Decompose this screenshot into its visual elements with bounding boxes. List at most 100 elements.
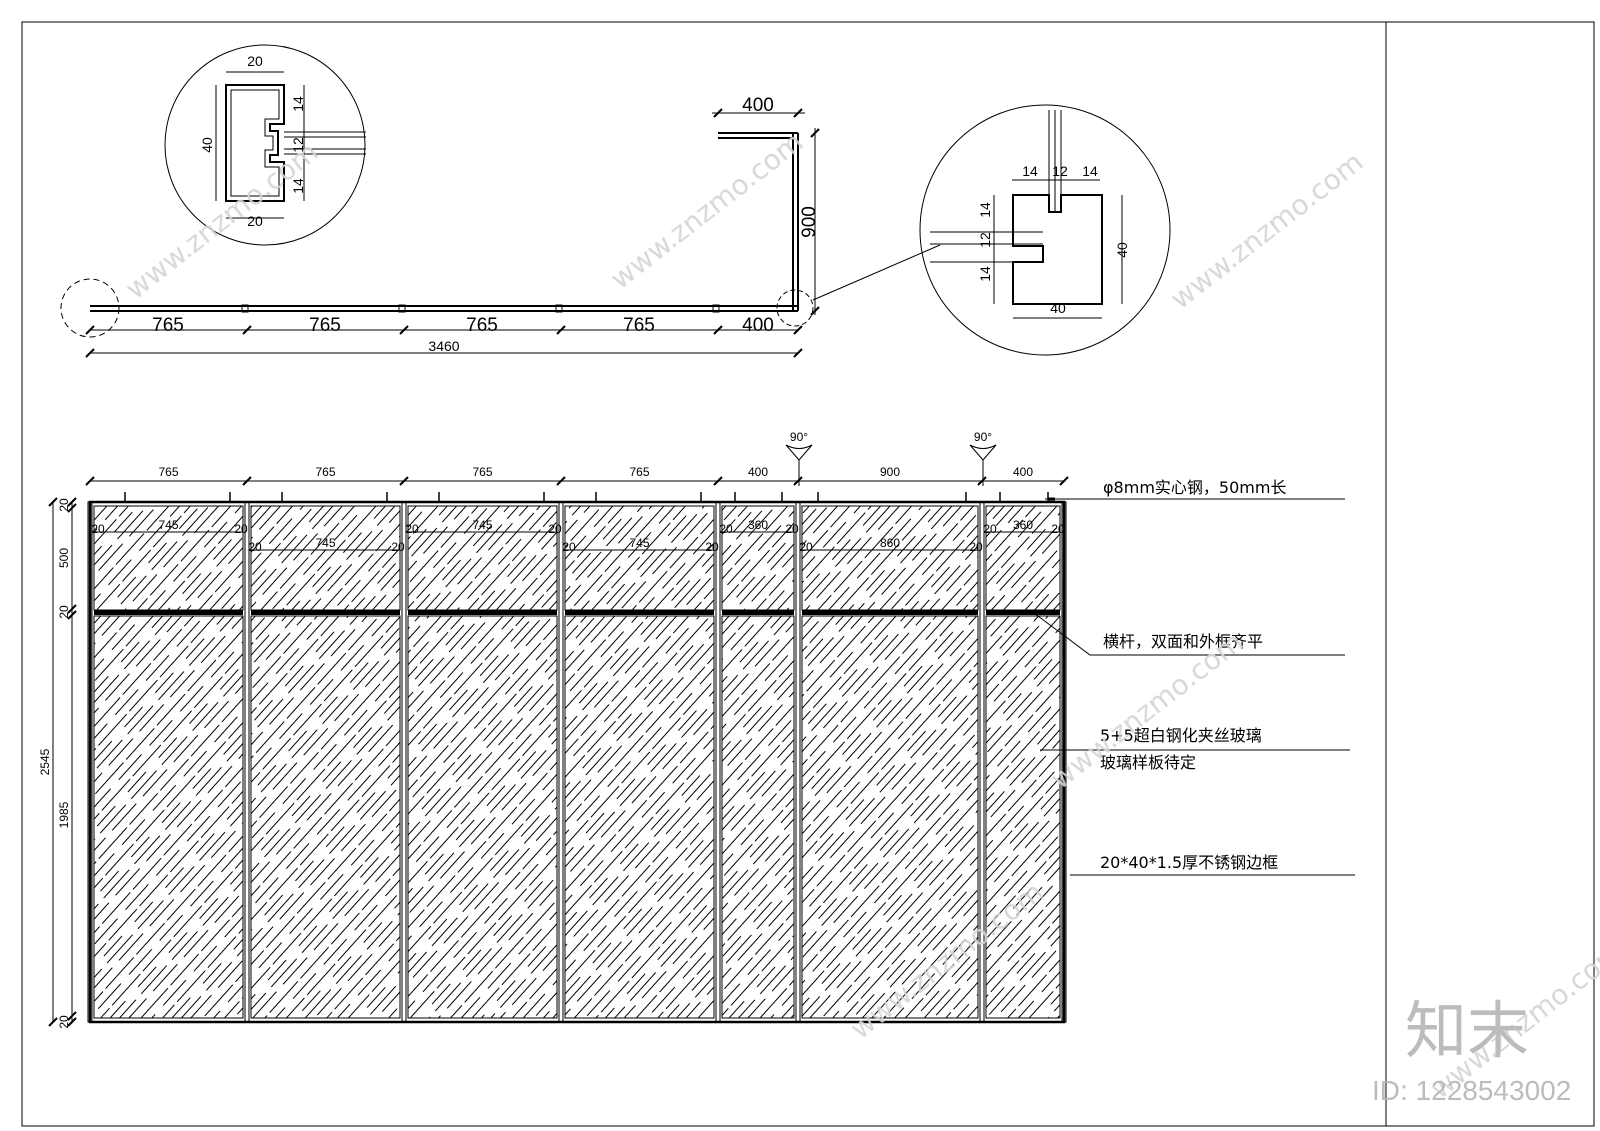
frame-dim-label: 20 bbox=[785, 522, 799, 536]
detail-left-height: 40 bbox=[199, 137, 215, 153]
angle-label-1: 90° bbox=[790, 430, 808, 444]
horizontal-rail bbox=[722, 610, 794, 615]
frame-dim-label: 20 bbox=[562, 540, 576, 554]
frame-dim-label: 20 bbox=[799, 540, 813, 554]
horizontal-rail bbox=[986, 610, 1060, 615]
plan-dim-total: 3460 bbox=[428, 338, 459, 354]
detail-left-s2: 12 bbox=[290, 137, 306, 153]
frame-dim-label: 20 bbox=[983, 522, 997, 536]
frame-dim-label: 20 bbox=[391, 540, 405, 554]
watermark-site-3: www.znzmo.com bbox=[1164, 145, 1369, 316]
detail-right-s2: 12 bbox=[977, 232, 993, 248]
top-dim-label: 765 bbox=[629, 465, 649, 479]
detail-right: 14 12 14 40 40 14 12 14 bbox=[919, 104, 1171, 356]
annotations: φ8mm实心钢，50mm长 横杆，双面和外框齐平 5+5超白钢化夹丝玻璃 玻璃样… bbox=[1029, 478, 1355, 876]
inner-dim-label: 360 bbox=[1013, 518, 1033, 532]
detail-left-s1: 14 bbox=[290, 96, 306, 112]
angle-mark-2: 90° bbox=[969, 430, 997, 486]
frame-dim-label: 20 bbox=[705, 540, 719, 554]
top-dim-label: 765 bbox=[315, 465, 335, 479]
glass-panel bbox=[246, 501, 405, 1023]
detail-right-width: 40 bbox=[1050, 300, 1066, 316]
plan-view: 765 765 765 765 400 3460 400 900 bbox=[60, 95, 941, 358]
detail-left-s3: 14 bbox=[290, 178, 306, 194]
frame-dim-label: 20 bbox=[719, 522, 733, 536]
horizontal-rail bbox=[94, 610, 243, 615]
inner-dim-label: 745 bbox=[472, 518, 492, 532]
frame-mullion bbox=[715, 501, 721, 1023]
inner-dim-label: 360 bbox=[748, 518, 768, 532]
detail-right-t3: 14 bbox=[1082, 163, 1098, 179]
note-glass-1: 5+5超白钢化夹丝玻璃 bbox=[1100, 726, 1262, 745]
glass-panel bbox=[560, 501, 719, 1023]
frame-mullion bbox=[244, 501, 250, 1023]
plan-dim-2: 765 bbox=[309, 315, 341, 336]
frame-dim-label: 20 bbox=[548, 522, 562, 536]
glass-panel bbox=[981, 501, 1065, 1023]
inner-dim-label: 745 bbox=[629, 536, 649, 550]
note-rod: φ8mm实心钢，50mm长 bbox=[1103, 478, 1286, 497]
horizontal-rail bbox=[251, 610, 400, 615]
note-frame: 20*40*1.5厚不锈钢边框 bbox=[1100, 853, 1278, 872]
dim-tick bbox=[713, 476, 723, 486]
detail-left-top: 20 bbox=[247, 53, 263, 69]
frame-mullion bbox=[401, 501, 407, 1023]
frame-dim-label: 20 bbox=[969, 540, 983, 554]
horizontal-rail bbox=[802, 610, 978, 615]
plan-dim-5: 400 bbox=[742, 315, 774, 336]
watermark-site-1: www.znzmo.com bbox=[119, 135, 324, 306]
detail-left: 20 20 40 14 12 14 bbox=[164, 44, 366, 246]
left-dim-total: 2545 bbox=[38, 748, 52, 775]
plan-dim-3: 765 bbox=[466, 315, 498, 336]
note-rail: 横杆，双面和外框齐平 bbox=[1103, 632, 1263, 651]
horizontal-rail bbox=[565, 610, 714, 615]
frame-dim-label: 20 bbox=[248, 540, 262, 554]
angle-label-2: 90° bbox=[974, 430, 992, 444]
dim-tick bbox=[85, 476, 95, 486]
inner-dim-label: 860 bbox=[880, 536, 900, 550]
plan-dim-return-top: 400 bbox=[742, 95, 774, 116]
dim-tick bbox=[977, 476, 987, 486]
frame-dim-label: 20 bbox=[234, 522, 248, 536]
note-glass-2: 玻璃样板待定 bbox=[1100, 753, 1196, 772]
dim-tick bbox=[399, 476, 409, 486]
sheet-border bbox=[21, 21, 1595, 1127]
detail-right-t2: 12 bbox=[1052, 163, 1068, 179]
glass-panel bbox=[403, 501, 562, 1023]
frame-dim-label: 20 bbox=[91, 522, 105, 536]
dim-tick bbox=[1059, 476, 1069, 486]
detail-right-t1: 14 bbox=[1022, 163, 1038, 179]
top-dim-label: 765 bbox=[158, 465, 178, 479]
left-dim-lower: 1985 bbox=[57, 801, 71, 828]
left-dim-mid: 20 bbox=[57, 605, 71, 619]
watermark-brand: 知末 bbox=[1405, 994, 1529, 1067]
top-dim-label: 765 bbox=[472, 465, 492, 479]
left-dim-upper: 500 bbox=[57, 548, 71, 568]
watermark-site-2: www.znzmo.com bbox=[604, 125, 809, 296]
frame-mullion bbox=[795, 501, 801, 1023]
top-dim-label: 900 bbox=[880, 465, 900, 479]
left-dim-top: 20 bbox=[57, 498, 71, 512]
dim-tick bbox=[242, 476, 252, 486]
detail-right-s1: 14 bbox=[977, 202, 993, 218]
glass-panel bbox=[797, 501, 983, 1023]
plan-dim-4: 765 bbox=[623, 315, 655, 336]
inner-dim-label: 745 bbox=[315, 536, 335, 550]
inner-dim-label: 745 bbox=[158, 518, 178, 532]
frame-dim-label: 20 bbox=[1051, 522, 1065, 536]
dim-tick bbox=[556, 476, 566, 486]
top-dim-label: 400 bbox=[1013, 465, 1033, 479]
glass-panel bbox=[89, 501, 248, 1023]
watermark-id: ID: 1228543002 bbox=[1372, 1075, 1571, 1106]
angle-mark-1: 90° bbox=[785, 430, 813, 486]
left-dim-bottom: 20 bbox=[57, 1015, 71, 1029]
detail-left-bottom: 20 bbox=[247, 213, 263, 229]
frame-dim-label: 20 bbox=[405, 522, 419, 536]
horizontal-rail bbox=[408, 610, 557, 615]
top-dim-label: 400 bbox=[748, 465, 768, 479]
detail-right-height: 40 bbox=[1114, 242, 1130, 258]
frame-mullion bbox=[558, 501, 564, 1023]
plan-dim-1: 765 bbox=[152, 315, 184, 336]
